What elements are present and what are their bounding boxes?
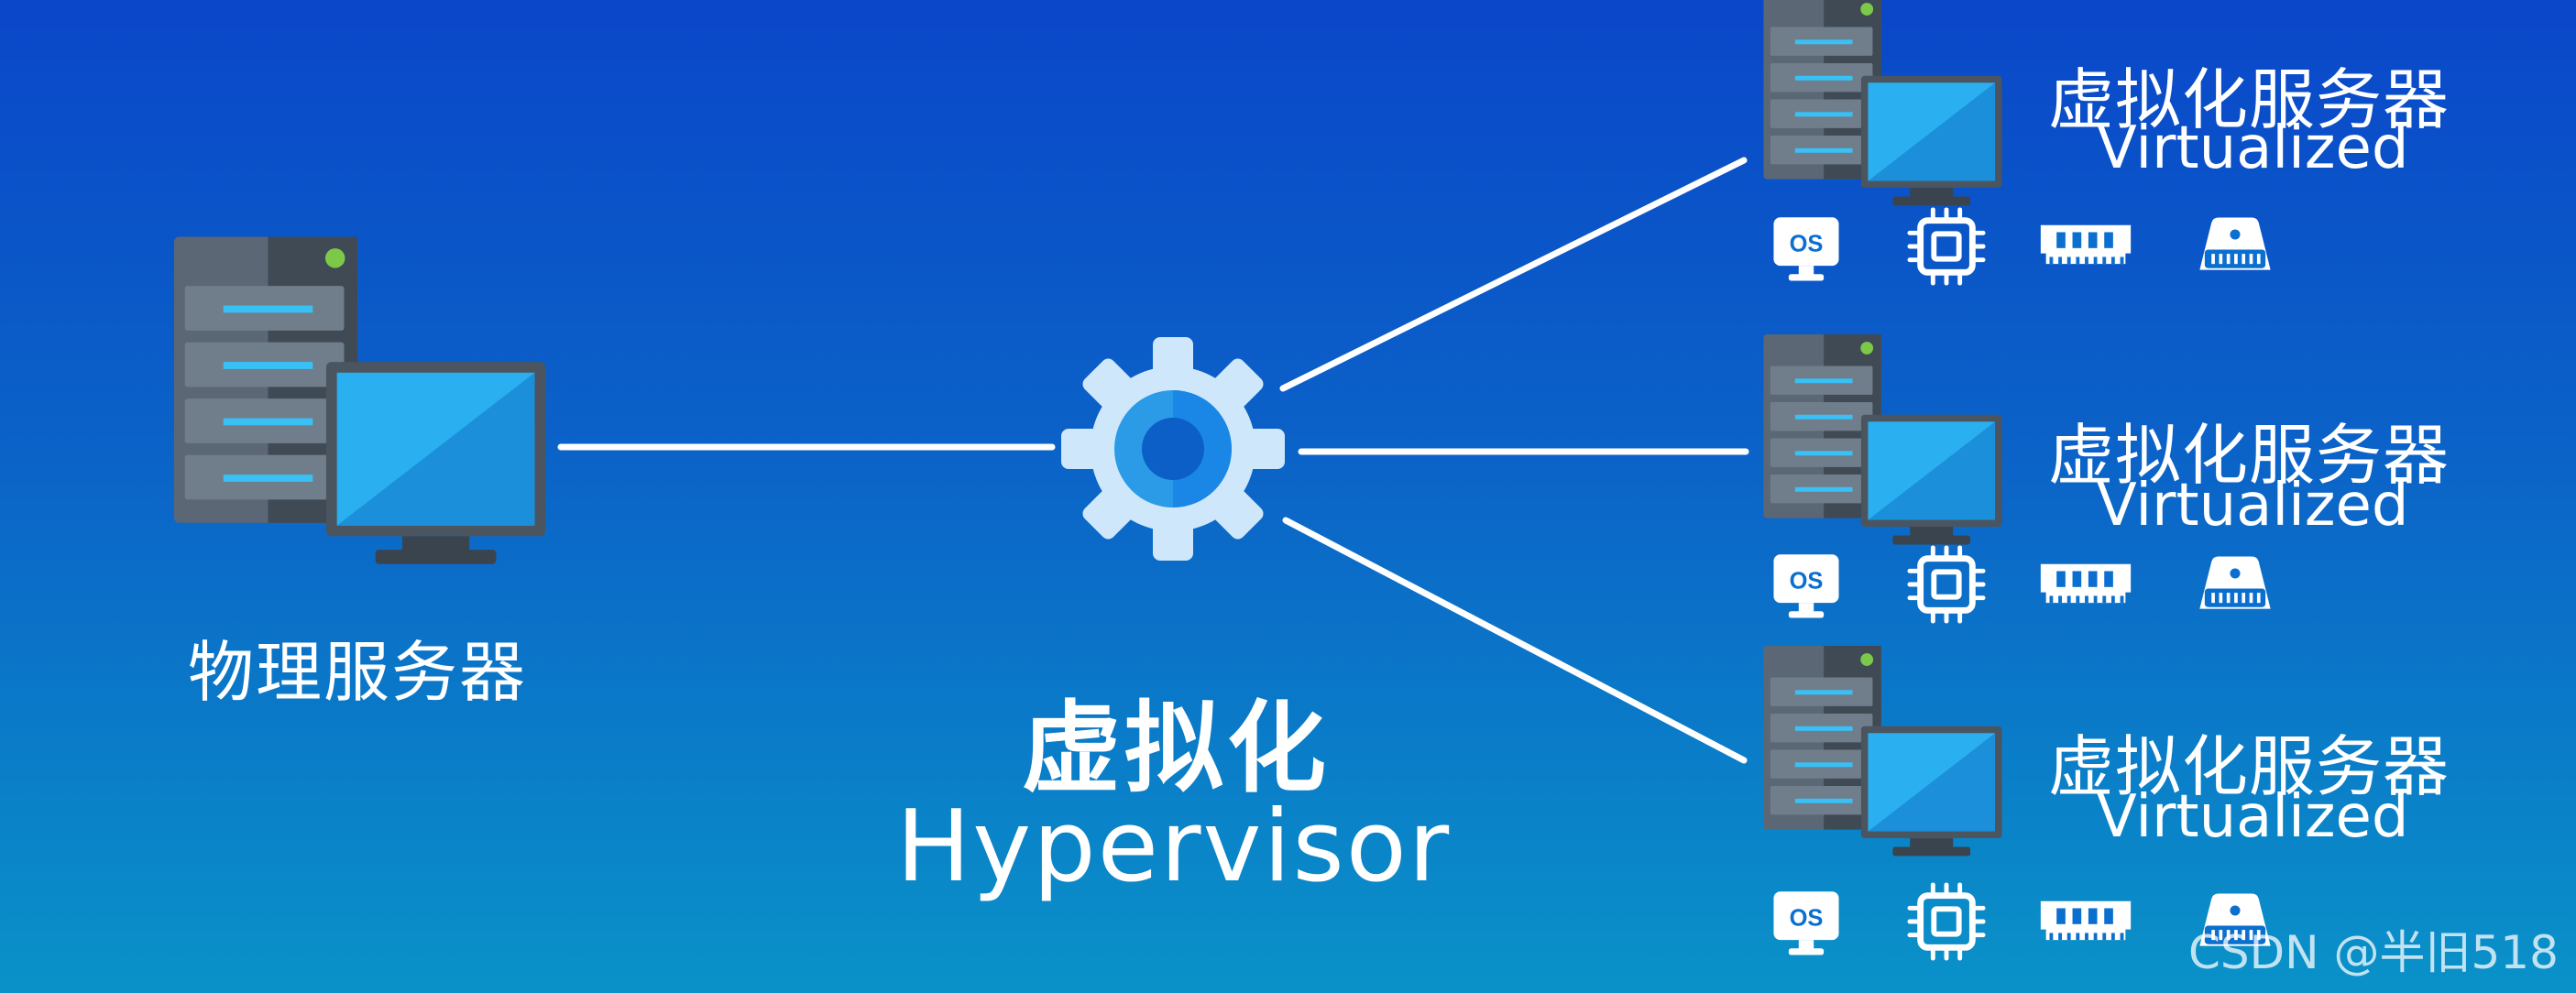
hypervisor-label-en: Hypervisor [896,790,1452,904]
line-hypervisor-to-vm-1 [1279,157,1748,392]
gear-icon [1061,337,1285,561]
watermark: CSDN @半旧518 [2188,926,2559,979]
physical-server-label: 物理服务器 [188,634,528,711]
physical-server-icon [174,236,550,568]
line-hypervisor-to-vm-3 [1282,517,1748,764]
hypervisor-label-cn: 虚拟化 [1022,692,1331,806]
